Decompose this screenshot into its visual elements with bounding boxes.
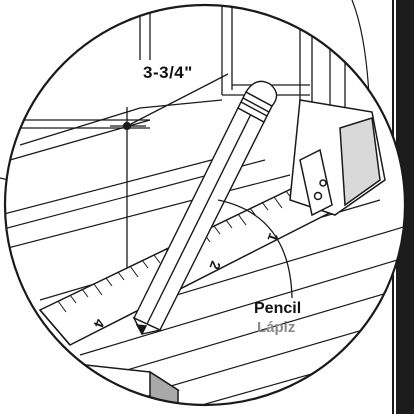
magnifier-circle: [3, 3, 407, 407]
dimension-label: 3-3/4": [143, 63, 193, 82]
pencil-icon: [132, 80, 278, 336]
dimension-indicator: [110, 73, 229, 268]
pencil-label-english: Pencil: [254, 300, 302, 317]
tape-case: [289, 99, 386, 217]
callout-leader: [217, 199, 293, 299]
pencil-label-spanish: Lápiz: [257, 319, 296, 336]
tape-clip: [339, 117, 381, 207]
